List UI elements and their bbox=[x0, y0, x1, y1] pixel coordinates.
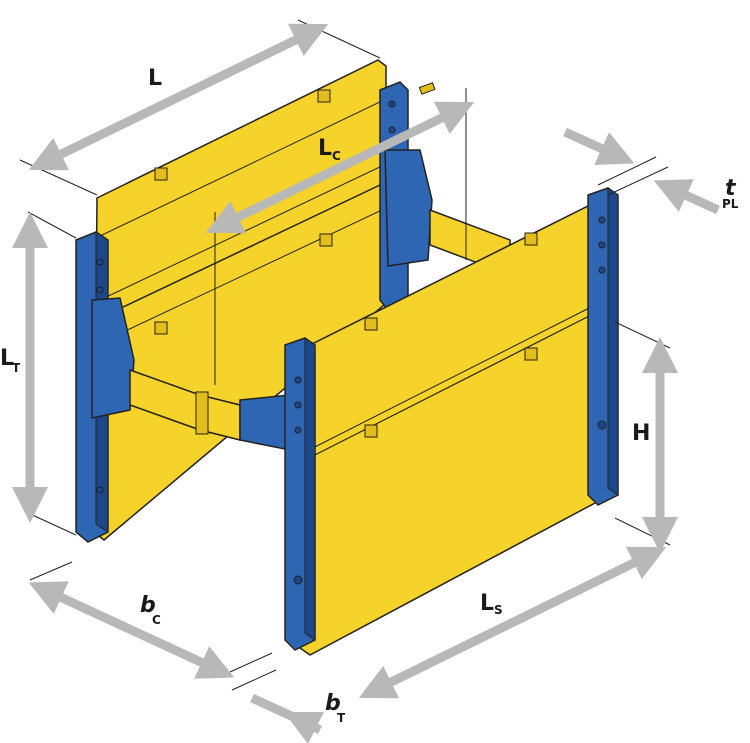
arrow-tpl-lower bbox=[653, 179, 720, 215]
arrow-Ls bbox=[358, 546, 667, 699]
right-back-post bbox=[379, 81, 433, 311]
arrow-tpl-upper bbox=[563, 127, 635, 165]
arrow-Lc bbox=[205, 101, 475, 234]
label-bt: b bbox=[325, 691, 341, 716]
label-Lt-sub: T bbox=[12, 361, 21, 375]
front-strut bbox=[129, 368, 291, 451]
label-Lc-sub: C bbox=[332, 149, 341, 163]
arrow-bc bbox=[28, 581, 235, 679]
label-bc: b bbox=[140, 593, 156, 618]
label-bt-sub: T bbox=[337, 711, 346, 725]
label-L: L bbox=[148, 66, 162, 91]
arrow-bt-left bbox=[250, 693, 302, 725]
dimension-arrows bbox=[12, 23, 720, 743]
front-left-post bbox=[284, 337, 316, 651]
front-right-post bbox=[587, 187, 619, 506]
label-Lc: L bbox=[318, 136, 332, 161]
label-H: H bbox=[632, 421, 650, 446]
label-tpl-sub: PL bbox=[722, 197, 739, 211]
dimension-labels: L L C L T H L S b C b T t PL bbox=[0, 66, 739, 725]
label-Ls: L bbox=[480, 591, 494, 616]
label-Lt: L bbox=[0, 346, 14, 371]
label-Ls-sub: S bbox=[494, 603, 503, 617]
left-back-post bbox=[75, 231, 135, 543]
label-tpl: t bbox=[725, 176, 737, 201]
arrow-bt-end bbox=[283, 711, 325, 743]
label-bc-sub: C bbox=[152, 613, 161, 627]
arrow-L bbox=[28, 23, 329, 171]
